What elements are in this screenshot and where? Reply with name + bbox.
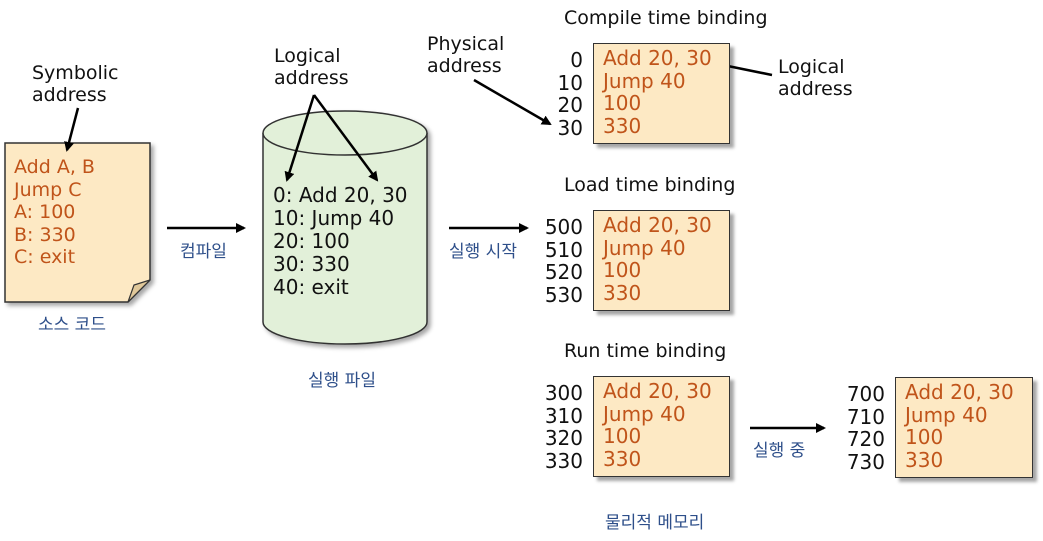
executable-code-lines: 0: Add 20, 30 10: Jump 40 20: 100 30: 33… — [273, 184, 408, 299]
address-value: 720 — [846, 427, 885, 451]
memory-line: Add 20, 30 — [603, 379, 712, 403]
physical-address-line2: address — [427, 55, 502, 77]
run-binding-addresses-after: 700 710 720 730 — [835, 383, 885, 473]
logical-address-label-exe: Logical address — [274, 45, 349, 89]
memory-line: Jump 40 — [905, 402, 988, 427]
executable-line: 40: exit — [273, 275, 349, 299]
physical-address-arrow — [473, 78, 552, 126]
compile-label: 컴파일 — [180, 242, 227, 262]
logical-address-arrow-right — [312, 94, 379, 182]
address-value: 730 — [846, 449, 885, 474]
load-binding-memory-box: Add 20, 30 Jump 40 100 330 — [593, 210, 730, 311]
start-execution-label: 실행 시작 — [449, 242, 517, 262]
symbolic-address-label: Symbolic address — [32, 62, 119, 106]
address-value: 700 — [846, 382, 885, 406]
symbolic-address-arrow — [64, 107, 80, 152]
source-code-lines: Add A, B Jump C A: 100 B: 330 C: exit — [14, 156, 95, 269]
logical-address-label-compile: Logical address — [778, 56, 853, 100]
executable-line: 10: Jump 40 — [273, 206, 395, 230]
memory-line: Jump 40 — [603, 401, 686, 426]
memory-line: Add 20, 30 — [603, 46, 712, 70]
physical-address-label: Physical address — [427, 33, 504, 77]
executable-line: 30: 330 — [273, 252, 350, 276]
executable-line: 0: Add 20, 30 — [273, 183, 408, 207]
source-line: Add A, B — [14, 156, 95, 178]
physical-address-line1: Physical — [427, 33, 505, 55]
address-value: 510 — [544, 237, 583, 262]
source-code-caption: 소스 코드 — [38, 315, 106, 335]
address-value: 710 — [846, 404, 885, 429]
memory-line: Jump 40 — [603, 235, 686, 260]
address-value: 530 — [544, 282, 583, 307]
memory-line: 330 — [905, 447, 944, 472]
logical-address-line2: address — [274, 67, 349, 89]
source-line: A: 100 — [14, 201, 76, 223]
memory-line: 330 — [603, 280, 642, 305]
memory-line: 100 — [603, 258, 642, 282]
address-value: 320 — [544, 426, 583, 450]
address-value: 20 — [557, 93, 583, 117]
memory-line: 330 — [603, 446, 642, 471]
symbolic-address-line2: address — [32, 84, 107, 106]
address-value: 330 — [544, 448, 583, 473]
address-value: 30 — [557, 115, 583, 140]
executable-line: 20: 100 — [273, 229, 350, 253]
run-binding-memory-box-after: Add 20, 30 Jump 40 100 330 — [895, 377, 1033, 478]
source-line: B: 330 — [14, 223, 76, 246]
logical-address-line2: address — [778, 78, 853, 100]
run-binding-title: Run time binding — [564, 340, 727, 362]
address-value: 0 — [570, 48, 583, 72]
load-binding-addresses: 500 510 520 530 — [533, 216, 583, 306]
run-binding-memory-box: Add 20, 30 Jump 40 100 330 — [593, 376, 730, 477]
executable-caption: 실행 파일 — [308, 371, 376, 391]
memory-line: Add 20, 30 — [603, 213, 712, 237]
address-value: 520 — [544, 260, 583, 284]
compile-binding-memory-box: Add 20, 30 Jump 40 100 330 — [593, 43, 730, 144]
compile-binding-addresses: 0 10 20 30 — [533, 49, 583, 139]
memory-line: Add 20, 30 — [905, 380, 1014, 404]
logical-address-line1: Logical — [274, 45, 341, 67]
address-value: 300 — [544, 381, 583, 405]
memory-line: 100 — [603, 91, 642, 115]
executable-cylinder — [262, 110, 428, 345]
logical-address-line1: Logical — [778, 56, 845, 78]
source-line: Jump C — [14, 178, 82, 201]
source-paper-fold — [127, 279, 151, 303]
logical-address-arrow-left — [284, 94, 316, 182]
compile-binding-title: Compile time binding — [564, 7, 768, 29]
memory-line: 100 — [905, 425, 944, 449]
memory-line: Jump 40 — [603, 68, 686, 93]
symbolic-address-line1: Symbolic — [32, 62, 119, 84]
load-binding-title: Load time binding — [564, 174, 736, 196]
memory-line: 100 — [603, 424, 642, 448]
memory-line: 330 — [603, 113, 642, 138]
source-line: C: exit — [14, 246, 76, 268]
address-value: 500 — [544, 215, 583, 239]
address-value: 310 — [544, 403, 583, 428]
running-label: 실행 중 — [753, 441, 806, 461]
run-binding-addresses: 300 310 320 330 — [533, 382, 583, 472]
physical-memory-caption: 물리적 메모리 — [605, 513, 705, 533]
address-value: 10 — [557, 70, 583, 95]
